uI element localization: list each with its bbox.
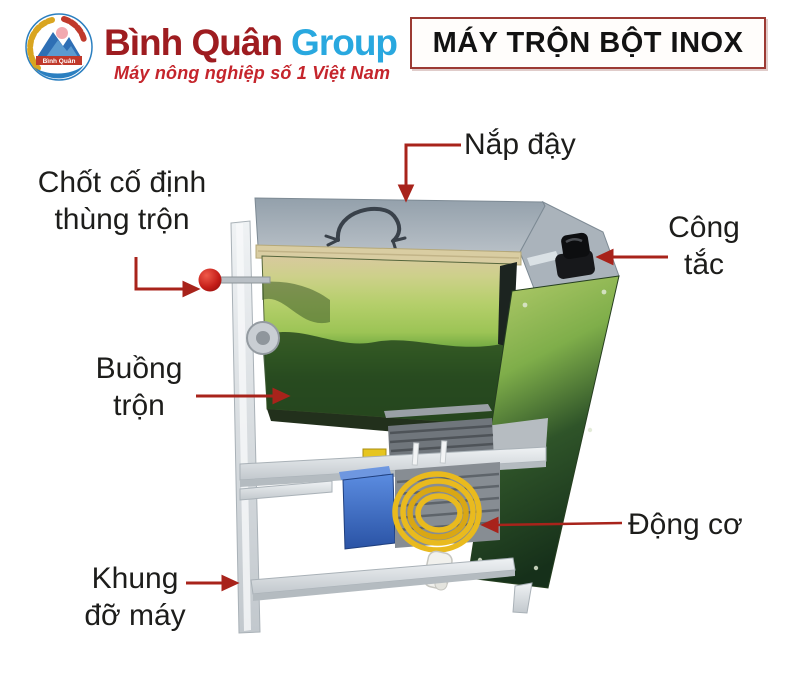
motor-capacitor-box <box>339 466 396 550</box>
brand-name-suffix: Group <box>291 22 398 63</box>
label-frame-line2: đỡ máy <box>84 599 186 632</box>
mountain-front-icon <box>46 40 78 57</box>
label-switch-line2: tắc <box>683 248 725 281</box>
label-switch: Công tắc <box>648 209 760 283</box>
label-frame-line1: Khung <box>91 562 179 595</box>
brand-tagline: Máy nông nghiệp số 1 Việt Nam <box>114 63 391 83</box>
motor-arrow <box>480 516 623 534</box>
annotation-arrows <box>134 143 668 592</box>
emblem-text: Bình Quân <box>43 58 76 65</box>
switch-arrow <box>595 248 668 266</box>
label-motor: Động cơ <box>628 508 743 541</box>
gear-icon <box>61 16 87 43</box>
locking-pin-knob <box>198 268 222 292</box>
frame-left-post-highlight <box>236 223 251 631</box>
label-chamber-line1: Buồng <box>95 352 183 385</box>
label-chamber: Buồng trộn <box>72 350 206 424</box>
lid-strip-seam <box>257 250 520 259</box>
cable-ties <box>411 440 448 466</box>
label-switch-line1: Công <box>668 211 740 244</box>
power-switch <box>555 232 595 279</box>
power-cable-coil <box>392 471 482 569</box>
product-title-box: MÁY TRỘN BỘT INOX <box>410 17 766 69</box>
housing-top-sticker <box>527 251 559 266</box>
sun-icon <box>56 27 68 39</box>
drum-reflection-wave <box>262 332 511 426</box>
frame-left-stub-rail <box>239 480 333 501</box>
frame-bottom-rail-side <box>253 570 515 601</box>
brand-emblem-icon: Bình Quân <box>25 13 93 81</box>
locking-pin-shaft <box>213 276 271 284</box>
lid-arrow <box>397 143 461 203</box>
drum-reflection-shadow <box>262 281 330 324</box>
label-locking-pin-line2: thùng trộn <box>54 203 190 236</box>
label-locking-pin-line1: Chốt cố định <box>37 166 207 199</box>
wheat-icon <box>27 17 55 71</box>
pin-arrow <box>134 257 201 298</box>
product-title: MÁY TRỘN BỘT INOX <box>432 26 744 59</box>
label-lid: Nắp đậy <box>464 128 576 161</box>
frame-arrow <box>186 574 240 592</box>
drum-trunnion-hub <box>256 331 270 345</box>
chamber-arrow <box>196 387 291 405</box>
water-swoosh-icon <box>34 65 84 79</box>
banner-ribbon <box>36 56 82 65</box>
frame-rear-leg <box>512 582 533 614</box>
brand-name-primary: Bình Quân <box>104 22 283 63</box>
label-chamber-line2: trộn <box>113 389 165 422</box>
label-frame: Khung đỡ máy <box>52 560 218 634</box>
label-locking-pin: Chốt cố định thùng trộn <box>12 164 232 238</box>
